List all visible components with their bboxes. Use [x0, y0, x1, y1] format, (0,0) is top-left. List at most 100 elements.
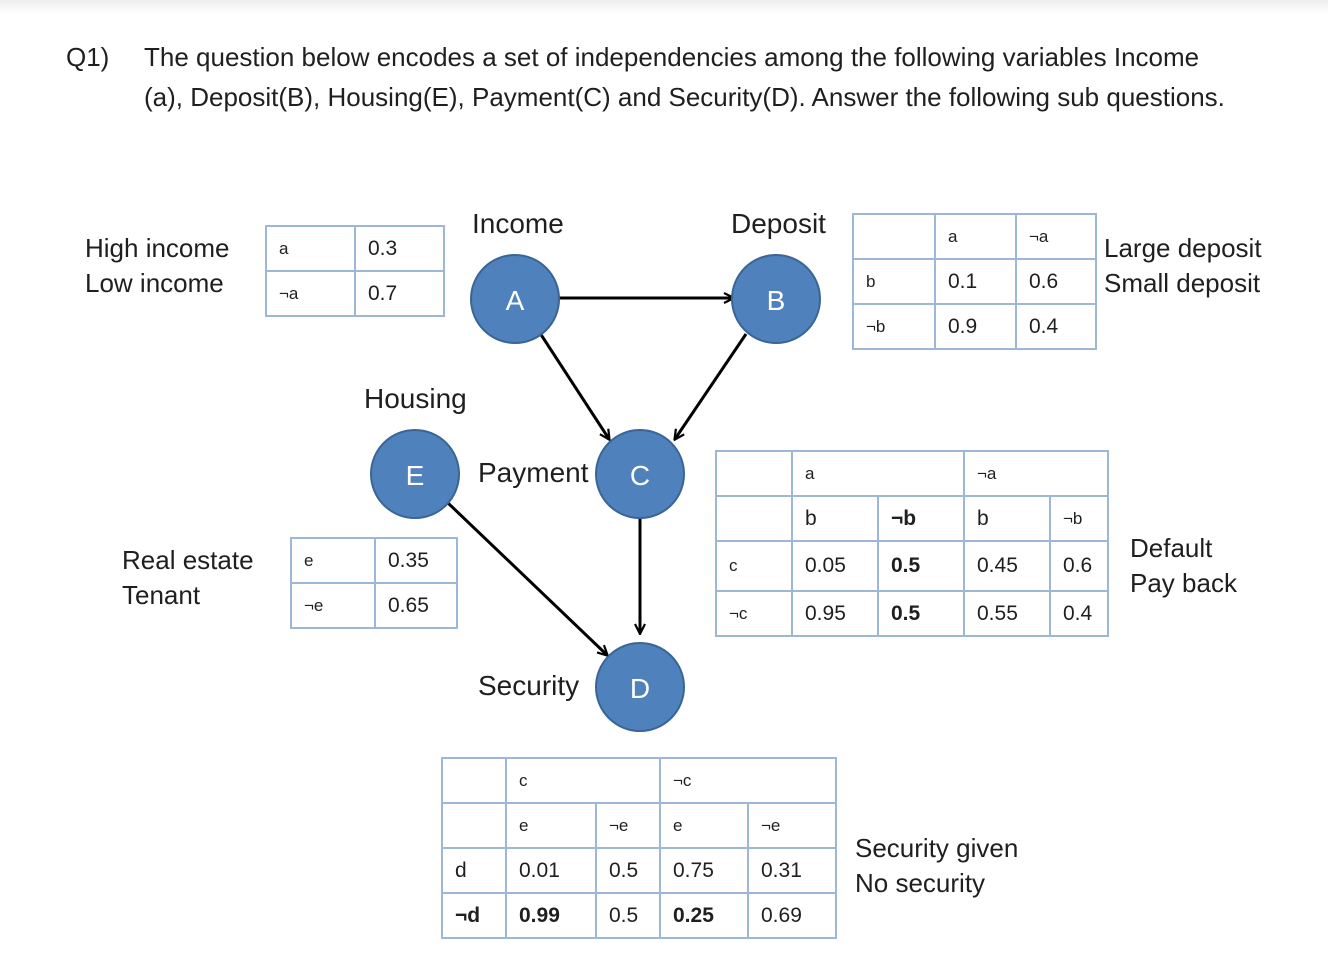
table-cell: ¬c: [659, 757, 837, 804]
table-cell: [715, 450, 793, 497]
payment-cpt-table: a ¬a b ¬b b ¬b c 0.05 0.5 0.45 0.6 ¬c 0.…: [715, 450, 1109, 637]
node-name-security: Security: [478, 670, 580, 701]
table-row: d 0.01 0.5 0.75 0.31: [441, 847, 837, 894]
table-cell: [441, 802, 507, 849]
table-cell: c: [505, 757, 661, 804]
table-cell: 0.65: [374, 582, 458, 629]
table-cell: ¬e: [290, 582, 376, 629]
caption-large-deposit: Large deposit: [1104, 233, 1262, 263]
table-row: ¬b 0.9 0.4: [852, 303, 1097, 350]
table-cell: e: [505, 802, 597, 849]
table-cell: [852, 213, 936, 260]
node-c: C: [595, 429, 685, 519]
question-text-line-2: (a), Deposit(B), Housing(E), Payment(C) …: [144, 82, 1225, 112]
table-cell: 0.31: [747, 847, 837, 894]
caption-housing: Real estate Tenant: [122, 543, 254, 613]
table-cell: 0.5: [595, 892, 661, 939]
table-cell: d: [441, 847, 507, 894]
caption-income: High income Low income: [85, 231, 230, 301]
table-row: a 0.3: [265, 225, 445, 272]
node-b: B: [731, 254, 821, 344]
caption-small-deposit: Small deposit: [1104, 268, 1261, 298]
security-cpt-table: c ¬c e ¬e e ¬e d 0.01 0.5 0.75 0.31 ¬d 0…: [441, 757, 837, 939]
table-cell: 0.25: [659, 892, 749, 939]
edge-a-to-c: [536, 329, 609, 439]
table-cell: 0.69: [747, 892, 837, 939]
table-row: e ¬e e ¬e: [441, 802, 837, 849]
table-cell: e: [659, 802, 749, 849]
caption-tenant: Tenant: [122, 580, 201, 610]
table-cell: 0.4: [1049, 590, 1109, 637]
edge-e-to-d: [446, 501, 607, 655]
table-cell: 0.6: [1049, 540, 1109, 592]
top-bar: [0, 0, 1328, 14]
table-cell: 0.4: [1015, 303, 1097, 350]
node-b-letter: B: [767, 285, 786, 316]
node-c-letter: C: [630, 460, 650, 491]
node-d-letter: D: [630, 673, 650, 704]
table-cell: 0.5: [595, 847, 661, 894]
table-cell: ¬b: [852, 303, 936, 350]
caption-no-security: No security: [855, 868, 986, 898]
caption-security: Security given No security: [855, 831, 1018, 901]
caption-real-estate: Real estate: [122, 545, 254, 575]
table-cell: ¬a: [265, 270, 356, 317]
table-cell: ¬b: [1049, 495, 1109, 542]
table-cell: 0.75: [659, 847, 749, 894]
caption-default: Default: [1130, 533, 1213, 563]
table-cell: a: [791, 450, 965, 497]
node-name-deposit: Deposit: [731, 208, 826, 239]
table-cell: ¬c: [715, 590, 793, 637]
table-cell: 0.55: [963, 590, 1051, 637]
table-row: c ¬c: [441, 757, 837, 804]
income-cpt-table: a 0.3 ¬a 0.7: [265, 225, 445, 317]
deposit-cpt-table: a ¬a b 0.1 0.6 ¬b 0.9 0.4: [852, 213, 1097, 350]
table-cell: a: [265, 225, 356, 272]
table-cell: b: [963, 495, 1051, 542]
table-row: c 0.05 0.5 0.45 0.6: [715, 540, 1109, 592]
housing-cpt-table: e 0.35 ¬e 0.65: [290, 537, 458, 629]
table-cell: 0.95: [791, 590, 879, 637]
table-row: e 0.35: [290, 537, 458, 584]
table-row: ¬a 0.7: [265, 270, 445, 317]
question-text-line-1: The question below encodes a set of inde…: [144, 42, 1200, 72]
table-cell: ¬b: [877, 495, 965, 542]
table-cell: [715, 495, 793, 542]
table-row: ¬d 0.99 0.5 0.25 0.69: [441, 892, 837, 939]
node-e: E: [370, 429, 460, 519]
table-cell: ¬e: [747, 802, 837, 849]
table-cell: 0.1: [934, 258, 1017, 305]
table-cell: 0.35: [374, 537, 458, 584]
caption-deposit: Large deposit Small deposit: [1104, 231, 1262, 301]
caption-security-given: Security given: [855, 833, 1019, 863]
table-row: a ¬a: [715, 450, 1109, 497]
table-row: a ¬a: [852, 213, 1097, 260]
node-d: D: [595, 642, 685, 732]
table-cell: 0.7: [354, 270, 445, 317]
node-name-payment: Payment: [478, 457, 589, 488]
edge-b-to-c: [675, 333, 748, 439]
table-cell: a: [934, 213, 1017, 260]
table-cell: b: [791, 495, 879, 542]
node-a-letter: A: [506, 285, 525, 316]
node-e-letter: E: [406, 460, 425, 491]
table-cell: 0.3: [354, 225, 445, 272]
table-cell: 0.6: [1015, 258, 1097, 305]
caption-high-income: High income: [85, 233, 230, 263]
table-row: b ¬b b ¬b: [715, 495, 1109, 542]
node-a: A: [470, 254, 560, 344]
table-cell: 0.5: [877, 590, 965, 637]
caption-low-income: Low income: [85, 268, 224, 298]
table-cell: 0.5: [877, 540, 965, 592]
table-cell: 0.9: [934, 303, 1017, 350]
table-cell: 0.99: [505, 892, 597, 939]
table-cell: ¬e: [595, 802, 661, 849]
node-name-housing: Housing: [364, 383, 467, 414]
table-cell: ¬d: [441, 892, 507, 939]
table-cell: ¬a: [963, 450, 1109, 497]
table-cell: 0.05: [791, 540, 879, 592]
table-cell: 0.01: [505, 847, 597, 894]
caption-payment: Default Pay back: [1130, 531, 1237, 601]
table-cell: c: [715, 540, 793, 592]
